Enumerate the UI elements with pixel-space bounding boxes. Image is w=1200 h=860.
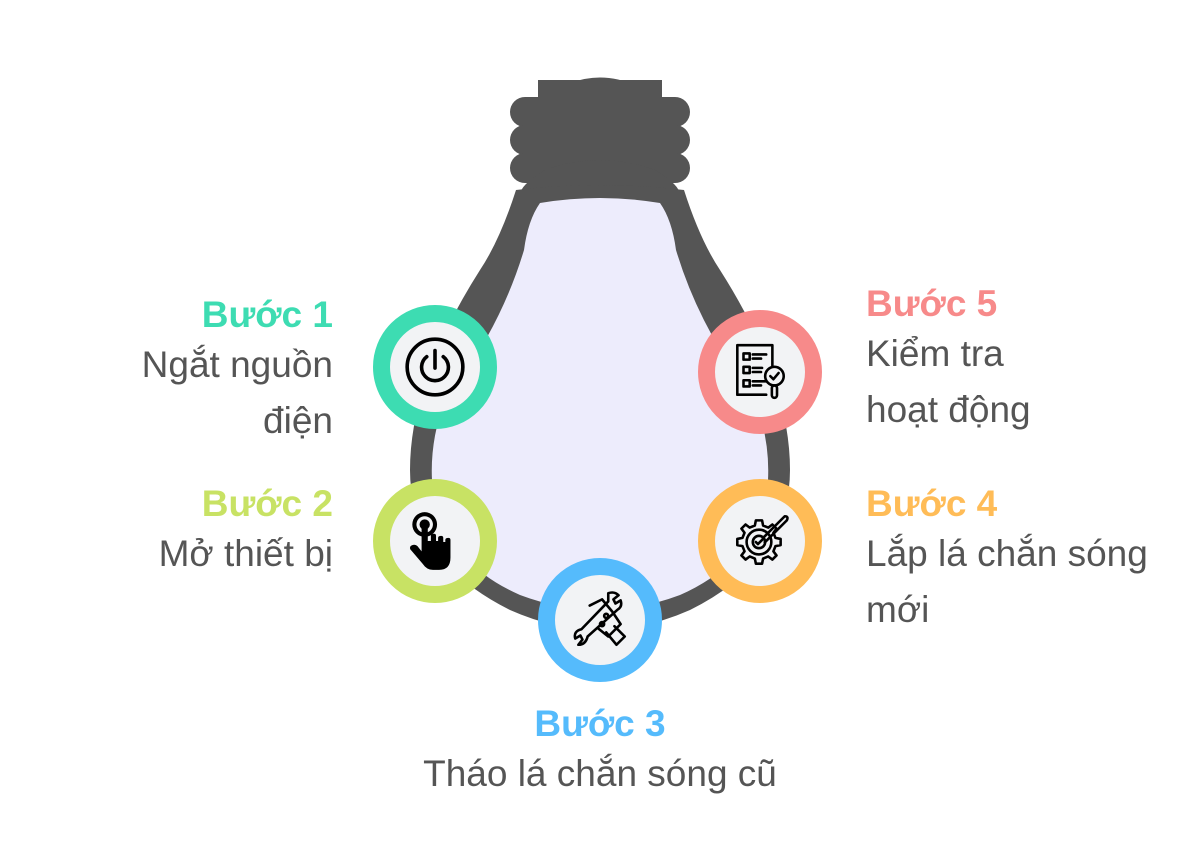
step-4-circle — [698, 479, 822, 603]
step-1-desc-line-1: Ngắt nguồn — [141, 344, 333, 385]
step-1-label: Bước 1 Ngắt nguồn điện — [142, 293, 333, 449]
checklist-magnifier-icon — [736, 343, 786, 400]
step-4-label: Bước 4 Lắp lá chắn sóng mới — [866, 482, 1148, 638]
step-3-desc-line-1: Tháo lá chắn sóng cũ — [423, 753, 777, 794]
step-4-title: Bước 4 — [866, 483, 998, 524]
step-2-desc-line-1: Mở thiết bị — [158, 533, 333, 574]
bulb-glass — [431, 198, 769, 610]
hand-pointer-icon — [409, 512, 451, 570]
step-1-circle — [373, 305, 497, 429]
step-1-desc-line-2: điện — [263, 400, 333, 441]
step-2-title: Bước 2 — [201, 483, 333, 524]
step-5-title: Bước 5 — [866, 283, 998, 324]
step-3-title: Bước 3 — [534, 703, 666, 744]
step-4-desc-line-1: Lắp lá chắn sóng — [866, 533, 1148, 574]
gear-wrench-icon — [736, 514, 789, 565]
step-3-label: Bước 3 Tháo lá chắn sóng cũ — [350, 702, 850, 802]
step-5-desc-line-1: Kiểm tra — [866, 333, 1004, 374]
bulb-cap — [510, 77, 690, 200]
step-3-circle — [538, 558, 662, 682]
step-1-title: Bước 1 — [201, 294, 333, 335]
step-5-desc-line-2: hoạt động — [866, 389, 1031, 430]
step-2-circle — [373, 479, 497, 603]
step-5-label: Bước 5 Kiểm tra hoạt động — [866, 282, 1031, 438]
step-4-desc-line-2: mới — [866, 589, 930, 630]
hand-wrench-icon — [573, 591, 627, 647]
step-5-circle — [698, 310, 822, 434]
step-2-label: Bước 2 Mở thiết bị — [159, 482, 333, 582]
power-icon — [405, 337, 465, 397]
